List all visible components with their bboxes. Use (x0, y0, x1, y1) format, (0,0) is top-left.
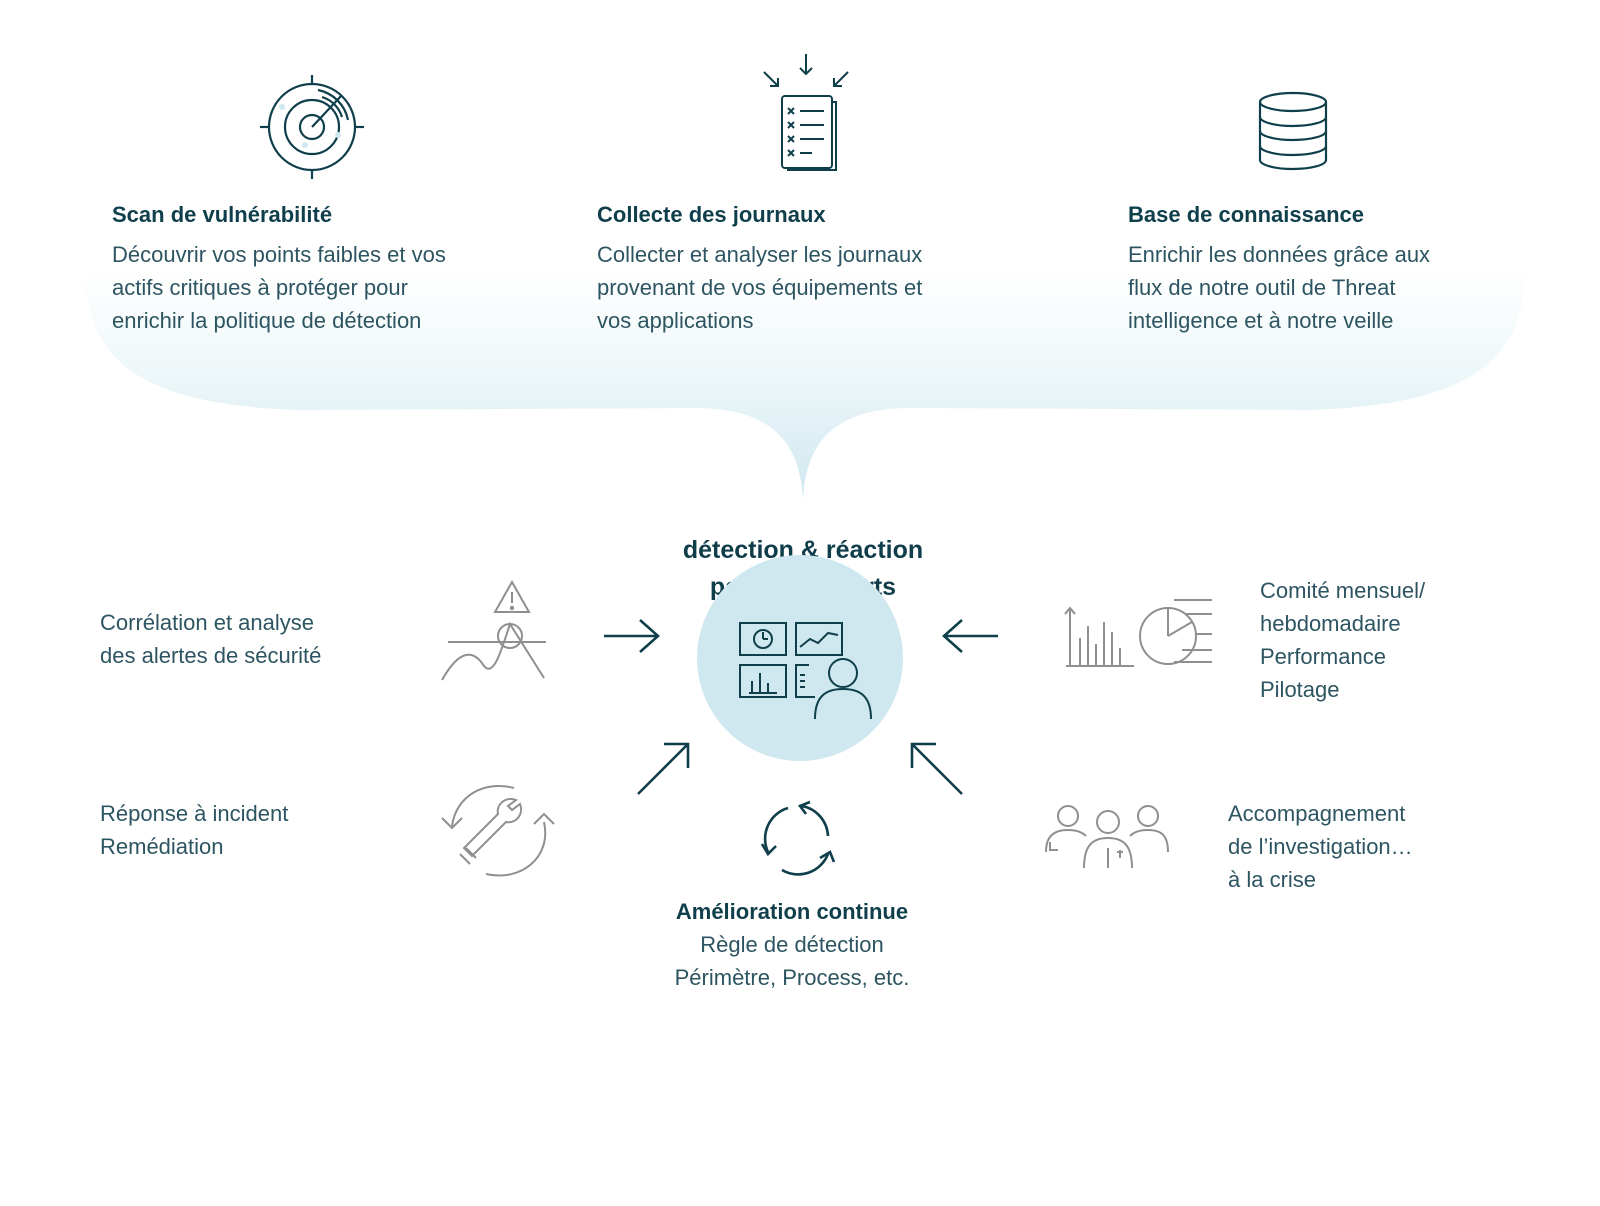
desc-line: Enrichir les données grâce aux (1128, 242, 1431, 267)
top-item-desc: Enrichir les données grâce aux flux de n… (1128, 238, 1430, 337)
log-document-icon (763, 54, 849, 171)
left-item-correlation: Corrélation et analyse des alertes de sé… (100, 606, 321, 672)
desc-line: provenant de vos équipements et (597, 275, 923, 300)
dashboard-expert-icon (697, 555, 903, 761)
right-item-investigation: Accompagnement de l’investigation… à la … (1228, 797, 1413, 896)
arrow-up-left-icon (910, 742, 963, 795)
arrow-up-right-icon (637, 742, 690, 795)
side-line: Comité mensuel/ (1260, 578, 1426, 603)
cycle-icon (760, 800, 836, 876)
wrench-cycle-icon (441, 785, 555, 877)
side-line: hebdomadaire (1260, 611, 1401, 636)
database-icon (1258, 91, 1328, 171)
bottom-line: Règle de détection (700, 932, 884, 957)
alert-analysis-icon (441, 579, 546, 681)
desc-line: flux de notre outil de Threat (1128, 275, 1396, 300)
bottom-line: Périmètre, Process, etc. (674, 965, 910, 990)
arrow-left-icon (942, 619, 998, 653)
desc-line: enrichir la politique de détection (112, 308, 422, 333)
side-line: des alertes de sécurité (100, 643, 322, 668)
desc-line: vos applications (597, 308, 754, 333)
top-item-logs: Collecte des journaux Collecter et analy… (597, 201, 922, 337)
side-line: Pilotage (1260, 677, 1340, 702)
desc-line: intelligence et à notre veille (1128, 308, 1394, 333)
side-line: Corrélation et analyse (100, 610, 315, 635)
top-item-desc: Collecter et analyser les journaux prove… (597, 238, 922, 337)
side-line: Réponse à incident (100, 801, 289, 826)
bottom-caption: Amélioration continue Règle de détection… (592, 895, 992, 994)
arrow-right-icon (604, 619, 660, 653)
top-item-title: Scan de vulnérabilité (112, 202, 333, 227)
top-item-title: Base de connaissance (1128, 202, 1365, 227)
top-item-knowledge: Base de connaissance Enrichir les donnée… (1128, 201, 1430, 337)
desc-line: Collecter et analyser les journaux (597, 242, 923, 267)
desc-line: actifs critiques à protéger pour (112, 275, 408, 300)
desc-line: Découvrir vos points faibles et vos (112, 242, 446, 267)
top-item-vulnerability: Scan de vulnérabilité Découvrir vos poin… (112, 201, 446, 337)
bottom-title: Amélioration continue (675, 899, 909, 924)
right-item-committee: Comité mensuel/ hebdomadaire Performance… (1260, 574, 1425, 706)
side-line: à la crise (1228, 867, 1317, 892)
side-line: Performance (1260, 644, 1386, 669)
side-line: de l’investigation… (1228, 834, 1413, 859)
top-item-desc: Découvrir vos points faibles et vos acti… (112, 238, 446, 337)
side-line: Accompagnement (1228, 801, 1406, 826)
left-item-incident: Réponse à incident Remédiation (100, 797, 288, 863)
team-icon (1045, 805, 1169, 869)
charts-icon (1064, 599, 1212, 667)
side-line: Remédiation (100, 834, 224, 859)
radar-icon (260, 75, 364, 179)
top-item-title: Collecte des journaux (597, 202, 826, 227)
